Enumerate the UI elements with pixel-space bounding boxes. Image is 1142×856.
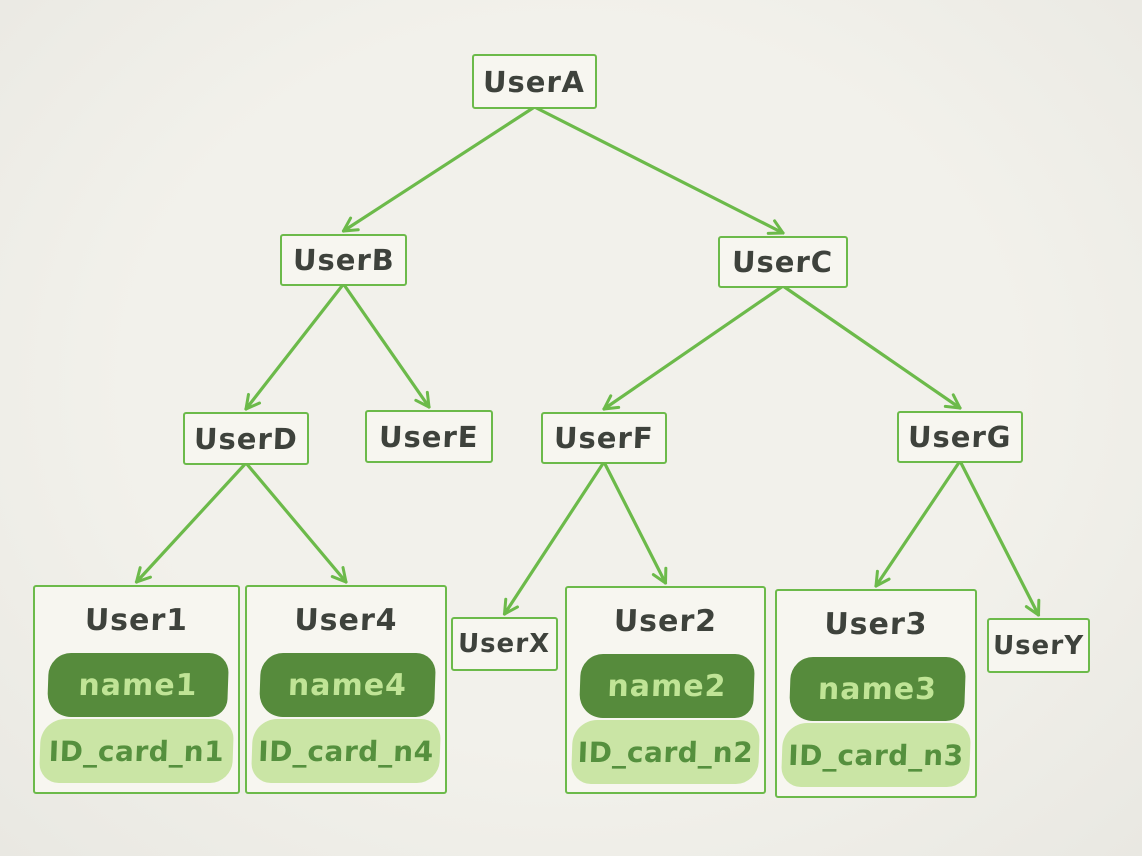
name-tag-text: name2	[606, 668, 728, 704]
id-card-pill: ID_card_n2	[570, 720, 761, 784]
card-title: User4	[293, 602, 399, 638]
edge-userB-userD	[244, 282, 346, 411]
node-user-y[interactable]: UserY	[987, 618, 1090, 673]
node-user-g[interactable]: UserG	[897, 411, 1023, 463]
name-tag-text: name3	[817, 671, 938, 707]
name-tag-text: name1	[77, 667, 199, 703]
id-card-pill: ID_card_n3	[780, 723, 972, 787]
card-title: User1	[84, 602, 189, 638]
id-card-pill: ID_card_n4	[250, 719, 442, 783]
name-tag-pill: name4	[258, 653, 437, 717]
node-user-x[interactable]: UserX	[451, 617, 558, 671]
id-card-text: ID_card_n2	[577, 735, 754, 769]
card-user-1[interactable]: User1 name1 ID_card_n1	[33, 585, 240, 794]
node-label: UserE	[378, 419, 480, 454]
edge-userG-user3	[874, 459, 962, 588]
card-title: User2	[613, 603, 718, 639]
card-user-4[interactable]: User4 name4 ID_card_n4	[245, 585, 447, 794]
node-label: UserD	[193, 421, 299, 456]
name-tag-pill: name3	[788, 657, 967, 721]
node-user-f[interactable]: UserF	[541, 412, 667, 464]
card-title: User3	[823, 606, 929, 642]
node-label: UserY	[992, 630, 1085, 661]
node-user-b[interactable]: UserB	[280, 234, 407, 286]
card-user-3[interactable]: User3 name3 ID_card_n3	[775, 589, 977, 798]
node-user-d[interactable]: UserD	[183, 412, 309, 465]
node-user-c[interactable]: UserC	[718, 236, 848, 288]
node-label: UserB	[291, 243, 396, 277]
edge-userD-user1	[134, 461, 248, 584]
edge-userB-userE	[341, 282, 431, 409]
node-label: UserF	[553, 421, 655, 455]
name-tag-pill: name2	[578, 654, 756, 718]
node-label: UserG	[907, 420, 1013, 454]
node-user-e[interactable]: UserE	[365, 410, 493, 463]
edge-userA-userB	[341, 105, 537, 233]
id-card-pill: ID_card_n1	[38, 719, 235, 783]
id-card-text: ID_card_n4	[257, 734, 435, 768]
edge-userF-user2	[602, 460, 668, 585]
edge-userD-user4	[244, 461, 348, 584]
edge-userC-userG	[781, 284, 962, 410]
name-tag-text: name4	[287, 667, 408, 703]
id-card-text: ID_card_n3	[787, 738, 965, 772]
node-label: UserC	[731, 245, 835, 279]
node-label: UserA	[482, 64, 587, 99]
card-user-2[interactable]: User2 name2 ID_card_n2	[565, 586, 766, 794]
edge-userA-userC	[532, 105, 785, 235]
name-tag-pill: name1	[46, 653, 230, 717]
edge-userC-userF	[602, 284, 785, 411]
id-card-text: ID_card_n1	[48, 734, 225, 768]
node-user-a[interactable]: UserA	[472, 54, 597, 109]
node-label: UserX	[457, 629, 552, 659]
